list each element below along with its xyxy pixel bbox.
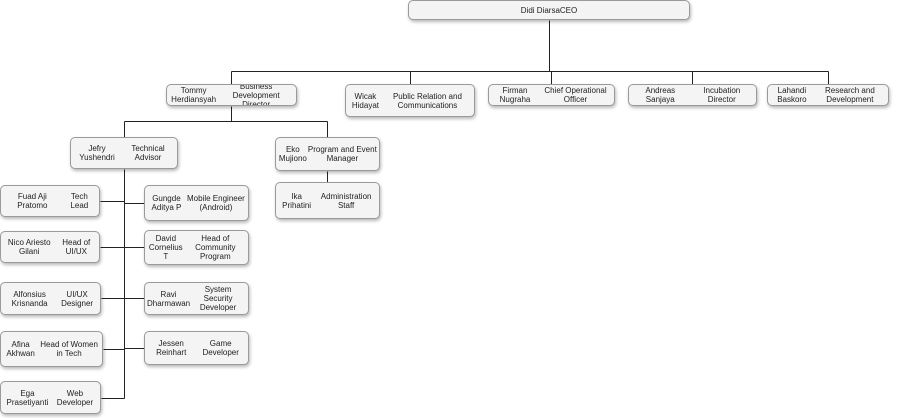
node-uxd-role: UI/UX Designer [61, 289, 94, 308]
node-mob-name: Gungde Aditya P [151, 194, 182, 212]
node-ui-ux-designer[interactable]: Alfonsius Krisnanda UI/UX Designer [0, 282, 101, 315]
node-ceo[interactable]: Didi Diarsa CEO [408, 0, 690, 20]
node-sec-name: Ravi Dharmawan [147, 289, 191, 308]
node-administration-staff[interactable]: Ika Prihatini Administration Staff [275, 182, 380, 219]
node-wit-role: Head of Women in Tech [40, 340, 98, 358]
node-ta-role: Technical Advisor [131, 144, 165, 162]
node-web-role: Web Developer [56, 388, 94, 407]
node-bdd-name: Tommy Herdiansyah [171, 86, 217, 104]
node-web-developer[interactable]: Ega Prasetiyanti Web Developer [0, 381, 101, 414]
node-mob-role: Mobile Engineer (Android) [187, 194, 245, 212]
node-game-name: Jessen Reinhart [156, 339, 187, 357]
node-business-development-director[interactable]: Tommy Herdiansyah Business Development D… [166, 84, 297, 106]
node-program-and-event-manager[interactable]: Eko Mujiono Program and Event Manager [275, 137, 380, 171]
node-tl-role: Tech Lead [70, 192, 89, 210]
node-incubation-director[interactable]: Andreas Sanjaya Incubation Director [628, 84, 757, 106]
node-adm-name: Ika Prihatini [282, 191, 312, 210]
node-head-of-community-program[interactable]: David Cornelius T Head of Community Prog… [144, 230, 249, 265]
node-pem-role: Program and Event Manager [307, 145, 377, 163]
node-head-of-ui-ux[interactable]: Nico Ariesto Gilani Head of UI/UX [0, 231, 100, 263]
node-ceo-role: CEO [559, 5, 578, 15]
node-pr-role: Public Relation and Communications [392, 91, 462, 110]
node-tl-name: Fuad Aji Pratomo [17, 192, 48, 210]
node-inc-role: Incubation Director [703, 86, 741, 104]
node-rnd-name: Lahandi Baskoro [777, 86, 807, 104]
node-system-security-developer[interactable]: Ravi Dharmawan System Security Developer [144, 282, 249, 315]
node-tech-lead[interactable]: Fuad Aji Pratomo Tech Lead [0, 185, 100, 217]
node-comm-role: Head of Community Program [195, 234, 236, 261]
node-wit-name: Afina Akhwan [6, 340, 35, 358]
node-mobile-engineer[interactable]: Gungde Aditya P Mobile Engineer (Android… [144, 185, 249, 221]
node-rnd-role: Research and Development [824, 86, 875, 104]
node-technical-advisor[interactable]: Jefry Yushendri Technical Advisor [70, 137, 178, 169]
node-chief-operational-officer[interactable]: Firman Nugraha Chief Operational Officer [488, 84, 615, 106]
node-uxh-role: Head of UI/UX [62, 238, 91, 256]
node-coo-role: Chief Operational Officer [544, 86, 607, 104]
node-bdd-role: Business Development Director [232, 84, 280, 106]
node-head-of-women-in-tech[interactable]: Afina Akhwan Head of Women in Tech [0, 331, 103, 367]
node-pem-name: Eko Mujiono [278, 145, 307, 163]
node-uxh-name: Nico Ariesto Gilani [7, 238, 51, 256]
node-inc-name: Andreas Sanjaya [645, 86, 676, 104]
node-ceo-name: Didi Diarsa [520, 5, 560, 15]
node-public-relation[interactable]: Wicak Hidayat Public Relation and Commun… [345, 84, 475, 117]
node-game-developer[interactable]: Jessen Reinhart Game Developer [144, 331, 249, 365]
node-coo-name: Firman Nugraha [499, 86, 531, 104]
node-ta-name: Jefry Yushendri [79, 144, 115, 162]
node-adm-role: Administration Staff [320, 191, 372, 210]
node-uxd-name: Alfonsius Krisnanda [11, 289, 48, 308]
node-comm-name: David Cornelius T [148, 234, 183, 261]
node-pr-name: Wicak Hidayat [351, 91, 379, 110]
node-game-role: Game Developer [202, 339, 239, 357]
node-sec-role: System Security Developer [199, 285, 237, 312]
node-web-name: Ega Prasetiyanti [6, 388, 49, 407]
node-research-and-development[interactable]: Lahandi Baskoro Research and Development [767, 84, 889, 106]
